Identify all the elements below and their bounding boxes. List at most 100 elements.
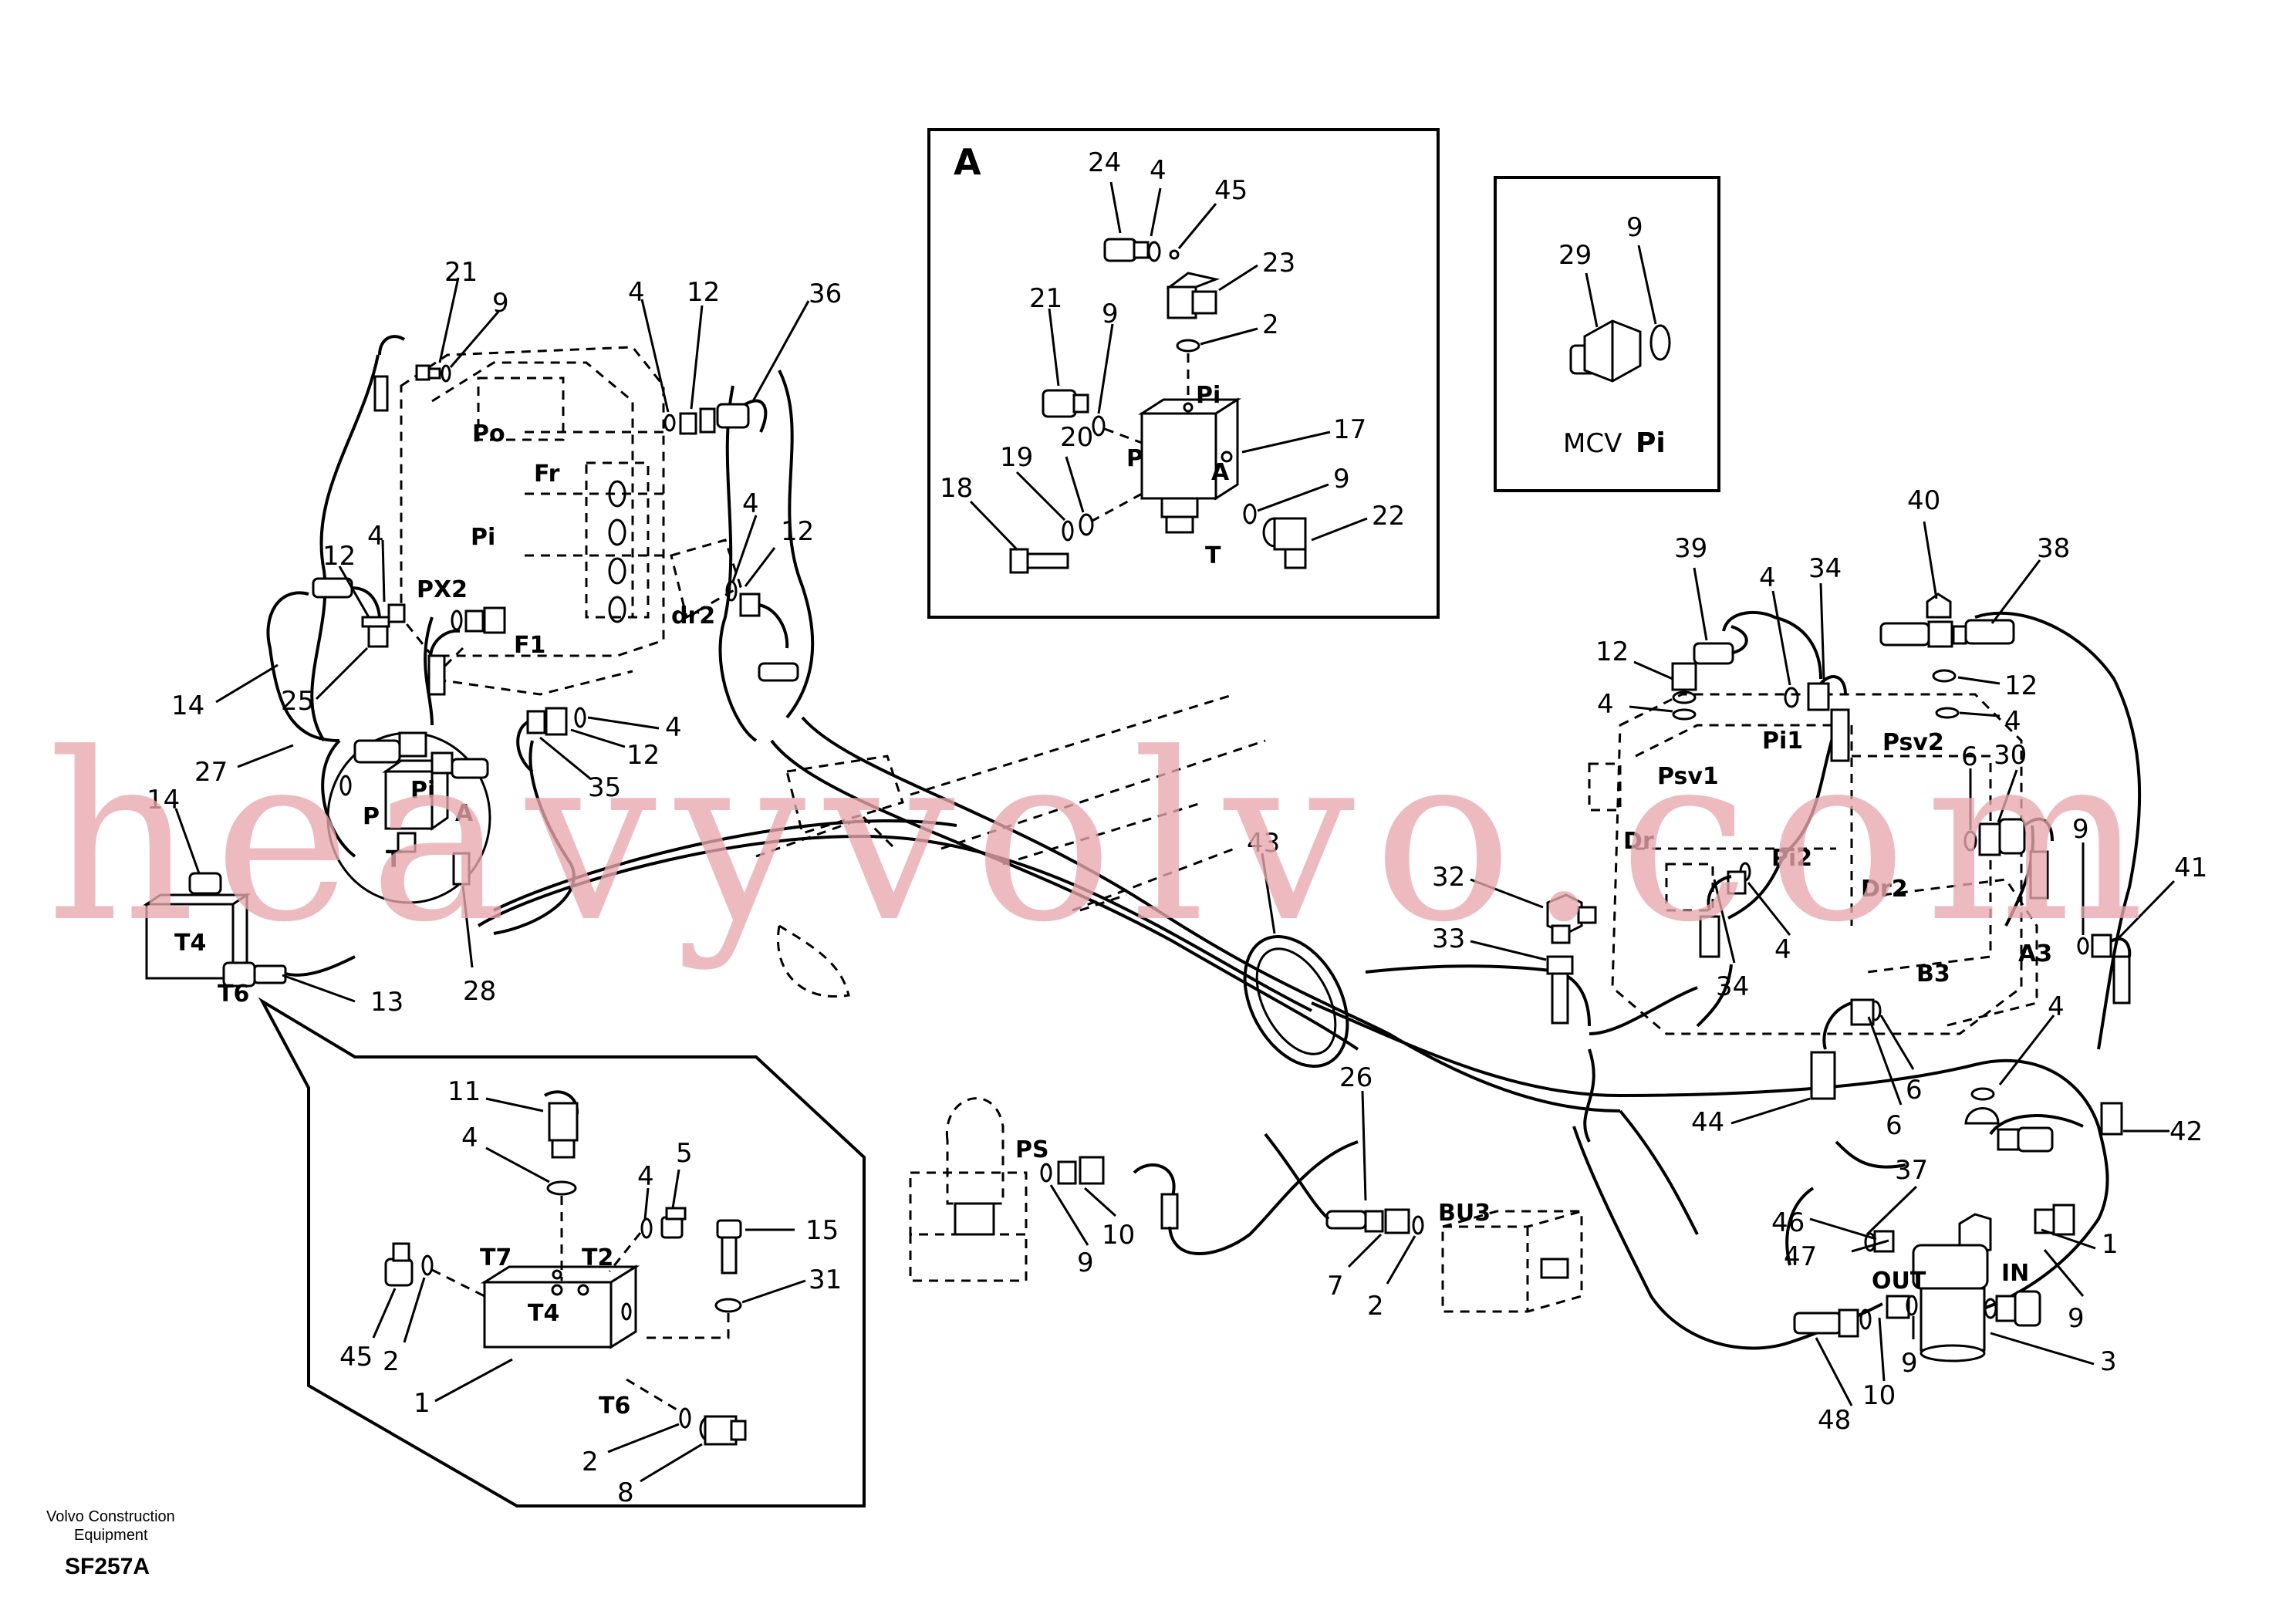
- port-label-psv1: Psv1: [1657, 763, 1719, 790]
- port-label-po: Po: [472, 420, 505, 447]
- callout-41: 41: [2174, 853, 2207, 883]
- callout-4-r-right: 4: [2004, 706, 2021, 737]
- port-label-dr2: dr2: [671, 603, 715, 630]
- port-label-pi-left: Pi: [471, 524, 495, 551]
- callout-20: 20: [1060, 422, 1093, 453]
- callout-9: 9: [1102, 299, 1119, 329]
- callout-2: 2: [1262, 309, 1279, 340]
- port-label-a3: A3: [2018, 940, 2052, 967]
- port-label-pi-small: Pi: [410, 777, 435, 804]
- fitting-29: [1569, 319, 1642, 383]
- inset-a-detail: A Pi P A T: [927, 128, 1440, 619]
- inset-mcv-frame: [1494, 176, 1720, 492]
- seal-20: [1079, 513, 1094, 536]
- callout-26: 26: [1339, 1062, 1373, 1093]
- callout-12-left: 12: [322, 541, 356, 572]
- callout-22: 22: [1372, 501, 1405, 532]
- port-label-t7: T7: [480, 1244, 512, 1271]
- o-ring-4-block-b: [640, 1217, 653, 1239]
- callout-4-r-mid: 4: [1774, 934, 1791, 965]
- callout-4-r-top: 4: [1759, 562, 1776, 593]
- port-label-t6-block: T6: [599, 1393, 630, 1420]
- port-label-t: T: [1205, 542, 1221, 569]
- callout-39: 39: [1674, 533, 1707, 564]
- inset-pilot-block: T7 T2 T4 T6 11 4 5 4 15 31 45 2 1 2 8: [258, 997, 866, 1508]
- block-1: [480, 1264, 640, 1349]
- watermark-text: heavyvolvo.com: [46, 704, 2163, 973]
- o-ring-9-ps: [1040, 1163, 1052, 1183]
- fitting-24: [1103, 238, 1161, 262]
- port-label-fr: Fr: [534, 461, 560, 488]
- callout-12-main: 12: [687, 277, 720, 308]
- callout-21: 21: [1029, 283, 1062, 314]
- callout-23: 23: [1262, 248, 1295, 279]
- line-filter-3: [1793, 1213, 2041, 1362]
- callout-21-main: 21: [444, 257, 478, 288]
- callout-2-block: 2: [383, 1346, 400, 1377]
- callout-29: 29: [1558, 240, 1592, 271]
- callout-27: 27: [194, 757, 228, 788]
- callout-24: 24: [1088, 147, 1121, 178]
- inset-a-title: A: [954, 141, 981, 183]
- callout-9-main: 9: [492, 288, 509, 319]
- callout-45: 45: [1214, 175, 1248, 206]
- port-label-t2: T2: [582, 1244, 613, 1271]
- callout-44: 44: [1691, 1107, 1724, 1138]
- callout-12-r-right: 12: [2004, 670, 2038, 701]
- port-label-dr: Dr: [1623, 828, 1654, 855]
- callout-3: 3: [2100, 1346, 2117, 1377]
- mcv-port-label: Pi: [1636, 427, 1666, 459]
- callout-28: 28: [463, 976, 496, 1007]
- callout-8: 8: [617, 1477, 634, 1508]
- o-ring-9-right: [1243, 503, 1257, 525]
- port-label-in: IN: [2001, 1260, 2029, 1287]
- fitting-21: [1042, 389, 1089, 418]
- callout-25: 25: [281, 686, 314, 717]
- o-ring-2: [1176, 339, 1200, 353]
- port-label-f1: F1: [514, 632, 545, 659]
- callout-35: 35: [588, 772, 621, 803]
- bolt-15: [716, 1219, 742, 1275]
- callout-33: 33: [1432, 923, 1465, 954]
- elbow-fitting-11: [543, 1090, 579, 1159]
- port-label-psv2: Psv2: [1882, 729, 1944, 756]
- port-label-t4: T4: [174, 930, 206, 957]
- plug-5: [660, 1207, 687, 1239]
- callout-4-r-left: 4: [1597, 689, 1614, 720]
- valve-block-17: [1137, 397, 1242, 534]
- plug-45-block: [384, 1242, 414, 1287]
- callout-19: 19: [1000, 442, 1033, 473]
- inset-block-frame: [258, 997, 866, 1508]
- port-label-a: A: [1211, 459, 1230, 486]
- pilot-block-left: [143, 852, 471, 988]
- callout-18: 18: [940, 473, 973, 504]
- inset-a-frame: [927, 128, 1440, 619]
- callout-14-top: 14: [171, 690, 204, 721]
- callout-11: 11: [447, 1076, 481, 1107]
- port-label-pi: Pi: [1196, 382, 1221, 409]
- callout-9-out: 9: [1901, 1348, 1918, 1379]
- hose-clamp-43: [1243, 934, 1349, 1069]
- callout-12-mid: 12: [781, 516, 814, 547]
- port-label-p-small: P: [363, 803, 380, 830]
- callout-32: 32: [1432, 862, 1465, 893]
- callout-4-r-low: 4: [2048, 991, 2065, 1022]
- callout-14-bottom: 14: [147, 785, 180, 815]
- bolt-18: [1009, 548, 1069, 574]
- callout-46: 46: [1771, 1207, 1805, 1238]
- callout-6-low: 6: [1886, 1110, 1903, 1141]
- callout-6-mid: 6: [1906, 1075, 1923, 1106]
- mcv-label: MCV: [1563, 428, 1622, 459]
- port-label-p: P: [1126, 445, 1143, 472]
- callout-12-r-left: 12: [1595, 636, 1629, 667]
- port-label-ps: PS: [1015, 1136, 1049, 1163]
- callout-4: 4: [1150, 155, 1167, 186]
- o-ring-2-block-left: [421, 1254, 434, 1276]
- callout-4-block-b: 4: [637, 1161, 654, 1192]
- callout-2-block-b: 2: [582, 1447, 599, 1477]
- callout-7: 7: [1327, 1271, 1344, 1302]
- callout-6-top: 6: [1961, 741, 1978, 772]
- o-ring-4-block: [546, 1180, 577, 1196]
- callout-31: 31: [809, 1264, 842, 1295]
